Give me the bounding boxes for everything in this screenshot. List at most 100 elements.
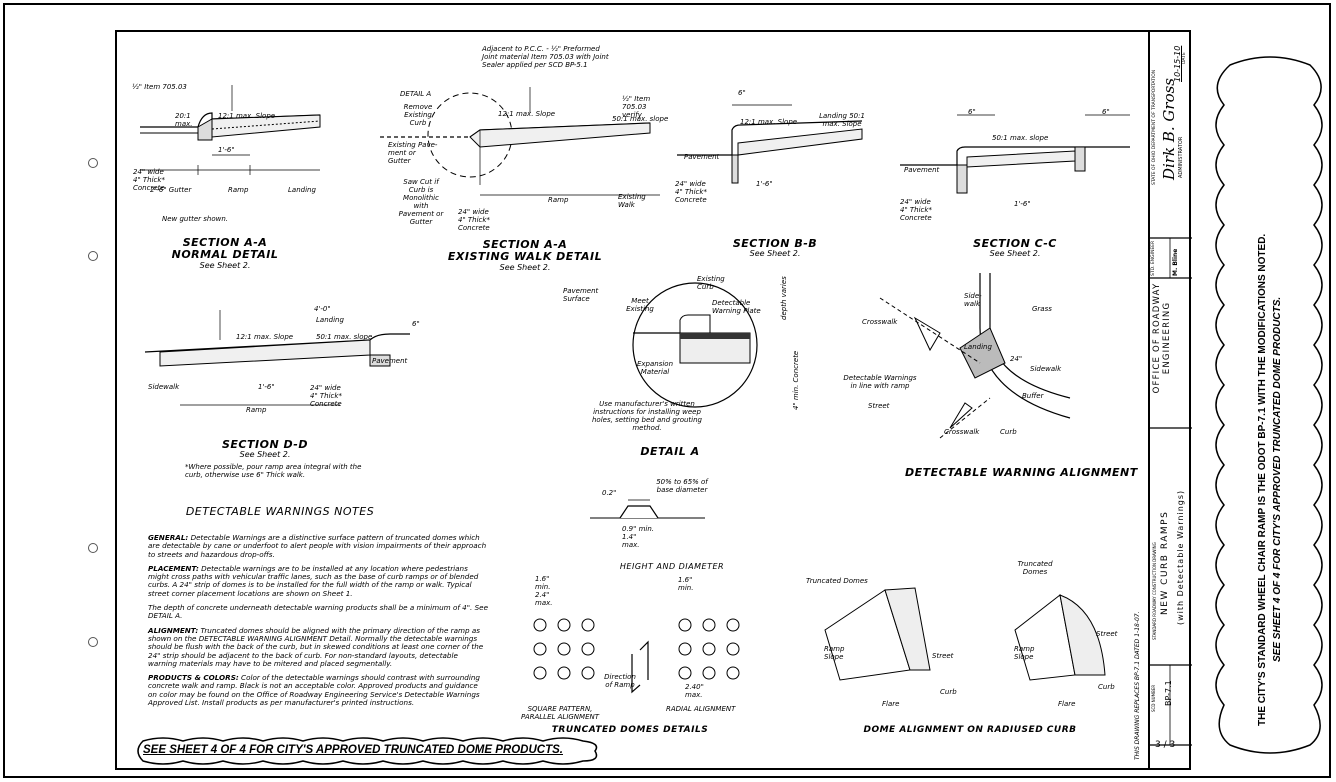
dome (702, 666, 716, 680)
dome (702, 618, 716, 632)
note-general: Detectable Warnings are a distinctive su… (148, 533, 487, 559)
sheet-border (3, 3, 1331, 778)
tb-administrator: ADMINISTRATOR (1178, 136, 1184, 178)
banner-cloud (137, 737, 598, 765)
label: SQUARE PATTERN, PARALLEL ALIGNMENT (520, 705, 600, 721)
dome (557, 642, 571, 656)
tb-date: 10-15-10 (1173, 45, 1182, 82)
label: Landing (316, 316, 344, 324)
signature: Dirk B. Gross (1160, 78, 1178, 180)
label: Meet Existing (626, 297, 654, 313)
dome (702, 642, 716, 656)
section-ref: See Sheet 2. (749, 249, 801, 258)
section-aa-existing-drawing (380, 87, 660, 196)
label: Curb (1098, 683, 1115, 691)
label: Curb (940, 688, 957, 696)
label: Landing (288, 186, 316, 194)
section-cc-drawing (900, 114, 1130, 194)
label: 1'-6" (1014, 200, 1031, 208)
section-title: SECTION A-A (182, 236, 268, 249)
tb-engineer: M. Bline (1172, 248, 1179, 276)
title-block-lines (1148, 237, 1192, 746)
label: ½" Item 705.03 (132, 83, 187, 91)
tb-office: OFFICE OF ROADWAY ENGINEERING (1152, 282, 1172, 394)
label: 24" wide 4" Thick* Concrete (900, 198, 932, 222)
label: 12:1 max. Slope (740, 118, 798, 126)
label: Direction of Ramp (604, 673, 636, 689)
note-key: GENERAL: (148, 533, 189, 542)
label: DETAIL A (400, 90, 432, 98)
label: ½" Item 705.03 verify (622, 95, 651, 119)
label: Ramp Slope (824, 645, 845, 661)
section-title: DETAIL A (640, 445, 700, 458)
label: Existing Curb (697, 275, 725, 291)
label: 4" min. Concrete (792, 350, 800, 410)
label: 50:1 max. slope (612, 115, 669, 123)
note-alignment: Truncated domes should be aligned with t… (148, 625, 484, 668)
label: Sidewalk (1030, 365, 1062, 373)
note-products: Color of the detectable warnings should … (148, 673, 480, 708)
notes-body: GENERAL: Detectable Warnings are a disti… (148, 533, 488, 713)
label: 20:1 max. (175, 112, 193, 128)
section-title: HEIGHT AND DIAMETER (619, 562, 725, 571)
label: 6" (968, 108, 976, 116)
section-ref: See Sheet 2. (499, 263, 551, 272)
label: Street (868, 402, 890, 410)
label: 24" (1010, 355, 1023, 363)
dome (678, 618, 692, 632)
label: 50:1 max. slope (992, 134, 1049, 142)
label: Grass (1032, 305, 1052, 313)
note-key: ALIGNMENT: (148, 625, 199, 635)
tb-std-drawing: STANDARD ROADWAY CONSTRUCTION DRAWING (1152, 542, 1157, 640)
section-subtitle: NORMAL DETAIL (171, 248, 279, 261)
drawing-frame (115, 30, 1191, 770)
label: Landing (964, 343, 992, 351)
label: Remove Existing Curb (403, 103, 433, 127)
label: 6" (738, 89, 746, 97)
label: Expansion Material (636, 360, 674, 376)
label: New gutter shown. (162, 215, 229, 223)
label: Sidewalk (148, 383, 180, 391)
label: Truncated Domes (806, 577, 868, 585)
binder-hole (88, 543, 98, 553)
label: Crosswalk (862, 318, 898, 326)
label: 50:1 max. slope (316, 333, 373, 341)
tb-replaces: THIS DRAWING REPLACES BP-7.1 DATED 1-18-… (1134, 611, 1141, 760)
label: 50% to 65% of base diameter (656, 478, 708, 494)
label: Flare (882, 700, 900, 708)
section-ref: See Sheet 2. (989, 249, 1041, 258)
label: Side- walk (964, 292, 982, 308)
binder-hole (88, 251, 98, 261)
label: Ramp Slope (1014, 645, 1035, 661)
label: Existing Pave- ment or Gutter (388, 141, 438, 165)
label: Ramp (246, 406, 267, 414)
binder-hole (88, 158, 98, 168)
label: Street (1096, 630, 1118, 638)
label: Existing Walk (618, 193, 646, 209)
alignment-drawing (879, 273, 1071, 439)
label: 2.40" max. (685, 683, 704, 699)
section-aa-normal-drawing (140, 85, 321, 175)
section-title: DOME ALIGNMENT ON RADIUSED CURB (863, 725, 1077, 735)
section-title: SECTION B-B (732, 237, 818, 250)
label: 12:1 max. Slope (218, 112, 276, 120)
side-note-cloud (1215, 56, 1323, 754)
label: 1'-6" (218, 146, 235, 154)
label: Flare (1058, 700, 1076, 708)
label: Buffer (1022, 392, 1044, 400)
radiused-curb-drawing (824, 587, 1106, 681)
tb-date-label: DATE (1182, 52, 1187, 64)
dome (581, 666, 595, 680)
dome (678, 642, 692, 656)
label: Pavement (904, 166, 940, 174)
tb-state: STATE OF OHIO DEPARTMENT OF TRANSPORTATI… (1152, 69, 1157, 185)
section-title: SECTION A-A (482, 238, 568, 251)
dome (557, 618, 571, 632)
label: 24" wide 4" Thick* Concrete (133, 168, 165, 192)
section-title: SECTION D-D (221, 438, 309, 451)
section-subtitle: EXISTING WALK DETAIL (447, 250, 603, 263)
tb-engineer-label: STD. ENGINEER (1151, 240, 1156, 276)
dome (533, 618, 547, 632)
tb-scd-label: SCD NUMBER (1151, 684, 1156, 712)
tb-scd: BP-7.1 (1164, 680, 1173, 706)
